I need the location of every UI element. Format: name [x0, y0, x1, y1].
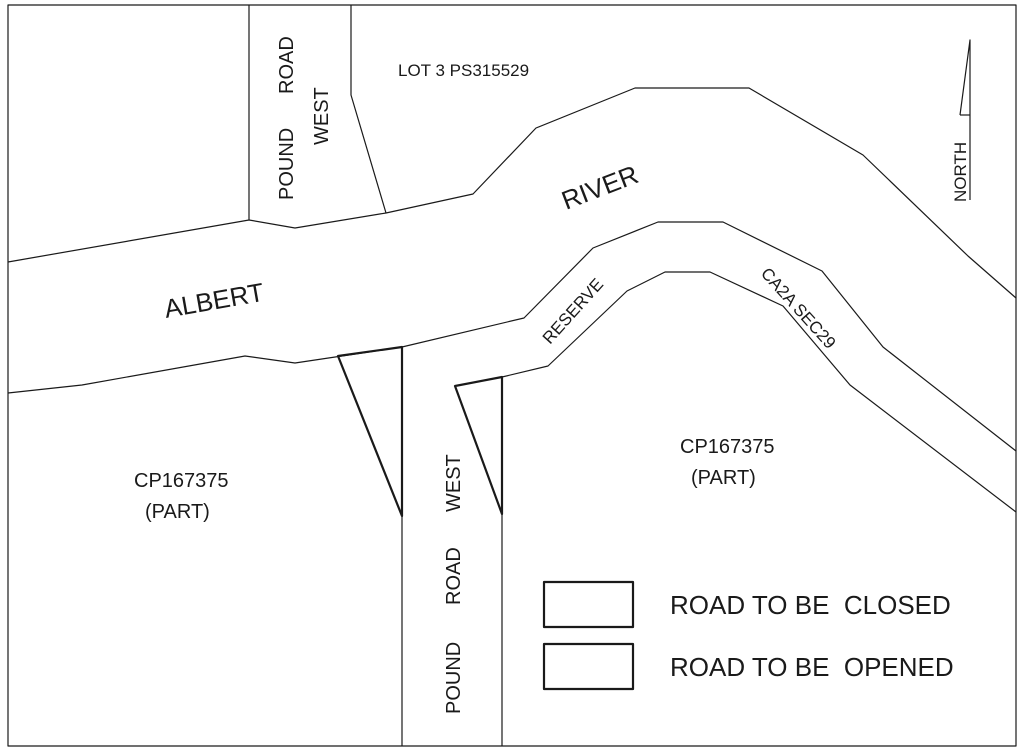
lot-label: LOT 3 PS315529	[398, 61, 529, 80]
road-to-be-closed-area	[453, 375, 504, 516]
north-arrow-icon	[959, 39, 971, 200]
road-to-be-opened-area	[336, 345, 404, 518]
svg-text:ROAD: ROAD	[443, 547, 465, 605]
pound-road-north-boundary	[248, 5, 387, 220]
svg-text:CP167375: CP167375	[680, 436, 775, 458]
legend: ROAD TO BE CLOSED ROAD TO BE OPENED	[542, 580, 954, 691]
north-label: NORTH	[951, 142, 970, 202]
river-south-bank	[7, 221, 1017, 452]
svg-text:POUND: POUND	[276, 128, 298, 200]
pound-road-south-label: POUND ROAD WEST	[443, 454, 465, 714]
river-north-bank	[7, 87, 1017, 299]
legend-closed-swatch	[542, 580, 635, 629]
pound-road-north-label: POUND ROAD WEST	[276, 36, 333, 200]
cp-right-label: CP167375 (PART)	[680, 436, 775, 489]
reserve-south-boundary	[501, 271, 1017, 513]
legend-opened-swatch	[542, 642, 635, 691]
svg-text:WEST: WEST	[311, 87, 333, 145]
legend-closed-label: ROAD TO BE CLOSED	[670, 590, 951, 620]
svg-text:(PART): (PART)	[691, 467, 756, 489]
svg-text:ROAD: ROAD	[276, 36, 298, 94]
cp-left-label: CP167375 (PART)	[134, 470, 229, 523]
svg-text:CP167375: CP167375	[134, 470, 229, 492]
legend-opened-label: ROAD TO BE OPENED	[670, 652, 954, 682]
river-label: RIVER	[557, 159, 642, 215]
albert-label: ALBERT	[162, 277, 266, 324]
svg-text:WEST: WEST	[443, 454, 465, 512]
reserve-label: RESERVE	[539, 275, 607, 348]
map-border	[7, 4, 1017, 747]
svg-text:(PART): (PART)	[145, 501, 210, 523]
svg-text:POUND: POUND	[443, 642, 465, 714]
